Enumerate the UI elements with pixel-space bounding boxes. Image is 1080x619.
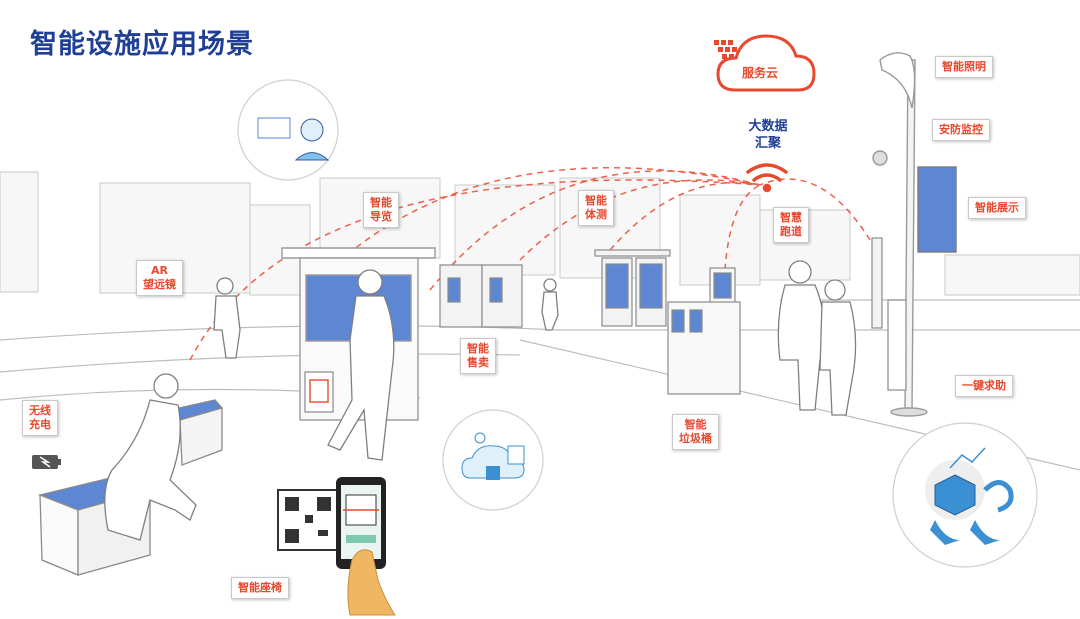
vending-machines [439, 264, 523, 328]
qr-code-icon [277, 489, 339, 551]
tag-smart-seat: 智能座椅 [231, 577, 289, 599]
tag-smart-display: 智能展示 [968, 197, 1026, 219]
trail-pillar [871, 237, 883, 329]
tag-wireless-line1: 无线 [29, 404, 51, 417]
tag-smart-lighting: 智能照明 [935, 56, 993, 78]
tag-ar-telescope: AR 望远镜 [136, 260, 183, 296]
customer-service-icon [237, 79, 339, 181]
battery-icon [32, 455, 61, 469]
smart-service-icon [892, 422, 1038, 568]
smart-pole [872, 52, 957, 417]
tag-one-key-help: 一键求助 [955, 375, 1013, 397]
tag-trail-line2: 跑道 [780, 225, 802, 238]
tag-security-monitor: 安防监控 [932, 119, 990, 141]
tag-wireless-charging: 无线 充电 [22, 400, 58, 436]
phone-icon [336, 477, 396, 616]
big-data-line1: 大数据 [748, 119, 788, 134]
tag-fitness-line1: 智能 [585, 194, 607, 207]
page-title: 智能设施应用场景 [30, 29, 254, 60]
cloud-icon [714, 34, 816, 92]
tag-wireless-line2: 充电 [29, 418, 51, 431]
tag-smart-guide: 智能 导览 [363, 192, 399, 228]
cloud-computing-icon [442, 409, 544, 511]
big-data-line2: 汇聚 [754, 136, 781, 151]
fitness-screens [594, 249, 671, 327]
tag-trash-line1: 智能 [684, 418, 707, 431]
smart-trash-bins [667, 267, 741, 395]
tag-guide-line2: 导览 [370, 210, 392, 223]
wifi-icon [746, 163, 788, 193]
tag-smart-vending: 智能 售卖 [460, 338, 496, 374]
tag-guide-line1: 智能 [370, 196, 392, 209]
tag-fitness-line2: 体测 [585, 208, 607, 221]
people-silhouettes [104, 260, 857, 541]
tag-vending-line2: 售卖 [467, 356, 489, 369]
tag-vending-line1: 智能 [467, 342, 489, 355]
tag-smart-trash: 智能 垃圾桶 [672, 414, 719, 450]
tag-ar-line2: 望远镜 [143, 278, 176, 291]
tag-trail-line1: 智慧 [780, 211, 802, 224]
service-cloud-label: 服务云 [742, 66, 779, 80]
tag-ar-line1: AR [151, 264, 168, 277]
tag-smart-trail: 智慧 跑道 [773, 207, 809, 243]
tag-smart-fitness: 智能 体测 [578, 190, 614, 226]
tag-trash-line2: 垃圾桶 [679, 432, 712, 445]
big-data-label: 大数据 汇聚 [738, 118, 798, 152]
